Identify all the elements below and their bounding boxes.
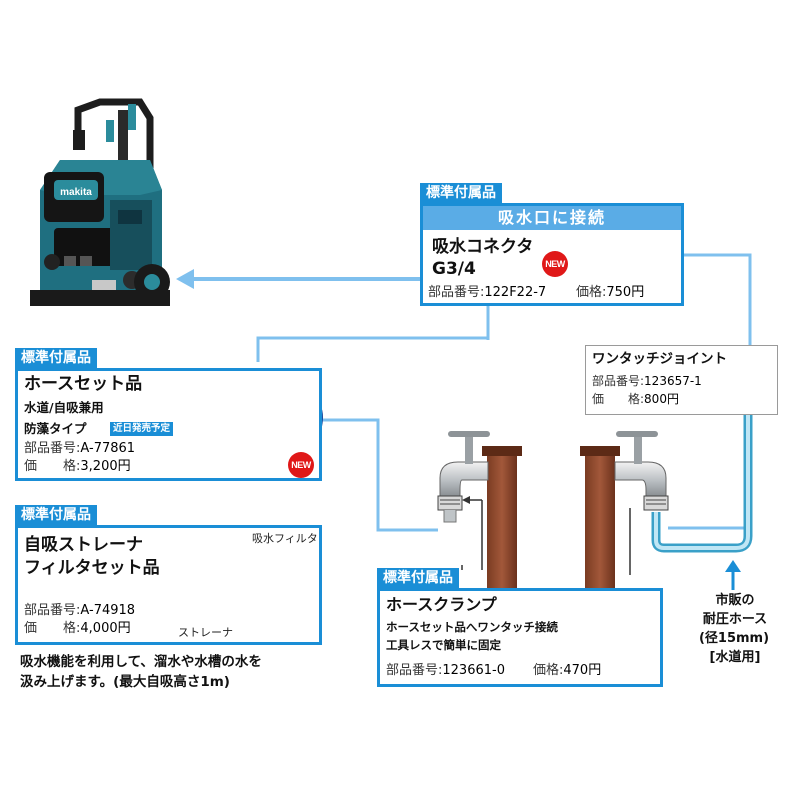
strainer-title-2: フィルタセット品	[24, 558, 160, 578]
pressure-washer-image: makita	[30, 98, 170, 306]
connector-title: 吸水コネクタ	[432, 237, 534, 257]
strainer-part: 部品番号:A-74918	[24, 602, 135, 620]
clamp-price-value: 470円	[563, 663, 602, 678]
hose-set-sub2: 防藻タイプ	[24, 421, 87, 436]
joint-part-no: 123657-1	[644, 374, 702, 388]
faucet-right-icon	[580, 431, 669, 595]
suction-note-line2: 汲み上げます。(最大自吸高さ1m)	[20, 674, 230, 690]
hose-set-price-label: 価 格:	[24, 459, 81, 474]
joint-price: 価 格:800円	[592, 390, 679, 408]
strainer-part-label: 部品番号:	[24, 603, 81, 618]
joint-price-value: 800円	[644, 392, 679, 406]
clamp-sub2: 工具レスで簡単に固定	[386, 638, 501, 652]
strainer-label: ストレーナ	[178, 626, 233, 639]
hose-set-part: 部品番号:A-77861	[24, 440, 135, 458]
connector-model: G3/4	[432, 259, 476, 279]
washer-brand-text: makita	[60, 187, 92, 198]
clamp-part-label: 部品番号:	[386, 663, 443, 678]
connector-price-value: 750円	[606, 285, 645, 300]
badge-standard-clamp: 標準付属品	[377, 568, 459, 588]
connector-part: 部品番号:122F22-7	[428, 284, 546, 302]
strainer-price-label: 価 格:	[24, 621, 81, 636]
strainer-price: 価 格:4,000円	[24, 620, 131, 638]
clamp-price: 価格:470円	[533, 662, 601, 680]
joint-box	[585, 345, 778, 415]
hose-clamp-box	[377, 588, 663, 687]
clamp-price-label: 価格:	[533, 663, 564, 678]
connector-price: 価格:750円	[576, 284, 644, 302]
connector-part-no: 122F22-7	[484, 285, 547, 300]
joint-part: 部品番号:123657-1	[592, 372, 702, 390]
new-badge-connector: NEW	[542, 251, 568, 277]
clamp-title: ホースクランプ	[386, 595, 497, 614]
hose-set-title: ホースセット品	[24, 374, 143, 394]
badge-standard-connector: 標準付属品	[420, 183, 502, 203]
strainer-title-1: 自吸ストレーナ	[24, 535, 143, 555]
market-hose-icon	[651, 415, 753, 553]
connector-header: 吸水口に接続	[423, 206, 681, 230]
clamp-part-no: 123661-0	[442, 663, 505, 678]
hose-set-price-value: 3,200円	[80, 459, 131, 474]
hose-set-part-label: 部品番号:	[24, 441, 81, 456]
hose-set-sub1: 水道/自吸兼用	[24, 400, 104, 415]
filter-label: 吸水フィルタ	[252, 532, 318, 545]
strainer-part-no: A-74918	[80, 603, 136, 618]
connector-part-label: 部品番号:	[428, 285, 485, 300]
new-badge-hose: NEW	[288, 452, 314, 478]
connector-price-label: 価格:	[576, 285, 607, 300]
badge-standard-strainer: 標準付属品	[15, 505, 97, 525]
arrow-to-washer	[176, 269, 420, 289]
joint-title: ワンタッチジョイント	[592, 351, 727, 367]
joint-price-label: 価 格:	[592, 392, 645, 406]
coming-soon-badge: 近日発売予定	[110, 422, 174, 436]
market-hose-line2: 耐圧ホース	[702, 612, 768, 627]
strainer-box	[15, 525, 322, 645]
market-hose-line1: 市販の	[715, 593, 755, 608]
market-hose-line3: (径15mm)	[698, 631, 770, 646]
suction-note-line1: 吸水機能を利用して、溜水や水槽の水を	[20, 654, 262, 670]
hose-set-part-no: A-77861	[80, 441, 136, 456]
faucet-left-icon	[437, 431, 522, 595]
market-hose-arrow	[725, 560, 741, 590]
hose-set-price: 価 格:3,200円	[24, 458, 131, 476]
strainer-price-value: 4,000円	[80, 621, 131, 636]
clamp-sub1: ホースセット品へワンタッチ接続	[386, 620, 558, 634]
joint-part-label: 部品番号:	[592, 374, 645, 388]
clamp-part: 部品番号:123661-0	[386, 662, 505, 680]
market-hose-line4: [水道用]	[709, 650, 761, 665]
badge-standard-hose: 標準付属品	[15, 348, 97, 368]
